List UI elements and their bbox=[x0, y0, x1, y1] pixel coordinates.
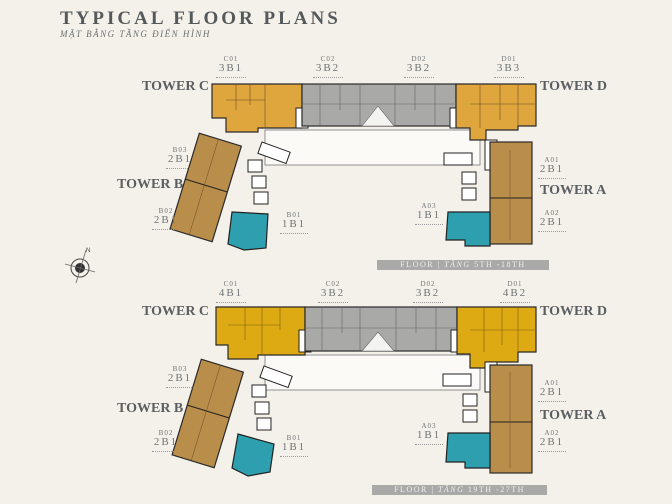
floor-range-banner: FLOOR | TẦNG 5TH -18TH bbox=[377, 260, 549, 270]
plan-1 bbox=[169, 83, 537, 251]
tower-d-label: TOWER D bbox=[540, 79, 608, 94]
compass-icon bbox=[64, 249, 96, 284]
tower-a-label: TOWER A bbox=[540, 408, 607, 423]
tower-b-label: TOWER B bbox=[117, 177, 184, 192]
tower-b-label: TOWER B bbox=[117, 401, 184, 416]
tower-d-label: TOWER D bbox=[540, 304, 608, 319]
floor-range-banner: FLOOR | TẦNG 19TH -27TH bbox=[372, 485, 547, 495]
tower-c-label: TOWER C bbox=[142, 79, 210, 94]
compass-north-label: N bbox=[86, 248, 90, 254]
page-title: TYPICAL FLOOR PLANS bbox=[60, 8, 341, 29]
plan-2 bbox=[171, 306, 537, 477]
tower-a-label: TOWER A bbox=[540, 183, 607, 198]
tower-c-label: TOWER C bbox=[142, 304, 210, 319]
page-subtitle: MẶT BẰNG TẦNG ĐIỂN HÌNH bbox=[60, 29, 211, 39]
